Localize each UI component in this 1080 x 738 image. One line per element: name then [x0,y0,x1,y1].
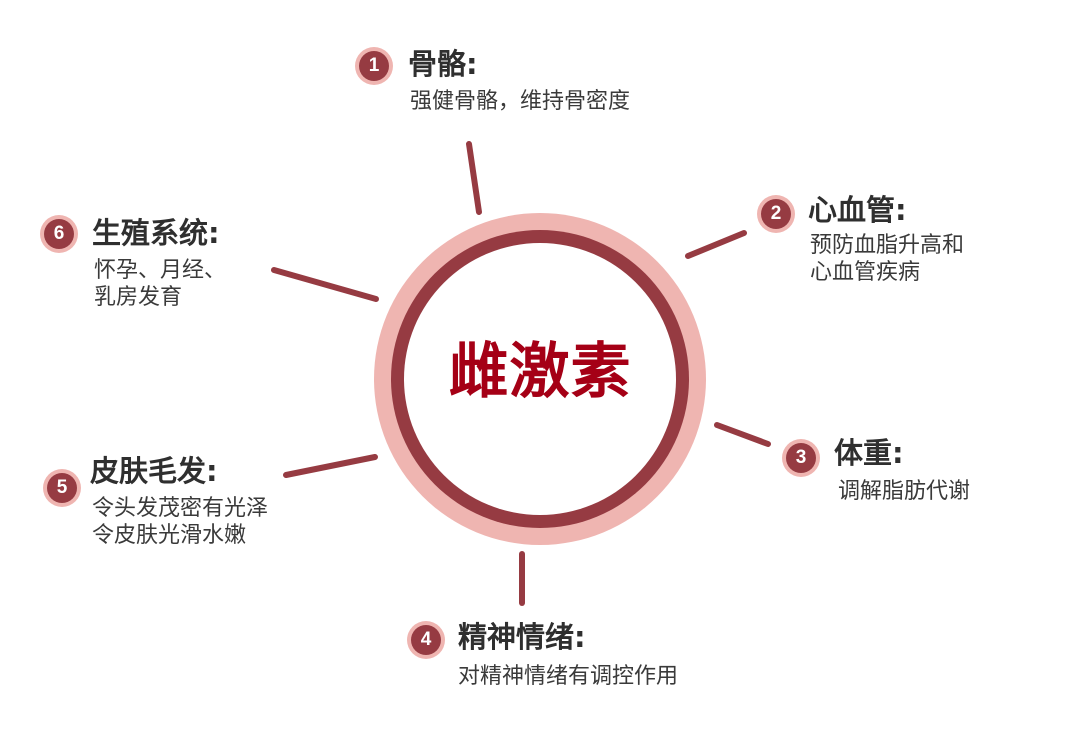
connector-6 [271,267,379,302]
connector-1 [466,141,482,215]
number-badge: 1 [355,47,393,85]
node-title: 骨骼: [408,47,478,81]
node-desc-line: 心血管疾病 [810,260,921,285]
node-title: 精神情绪: [458,620,586,654]
connector-3 [714,422,771,447]
center-hub-inner: 雌激素 [404,243,676,515]
node-desc-line: 令皮肤光滑水嫩 [92,523,247,548]
center-hub: 雌激素 [374,213,706,545]
node-desc-line: 强健骨骼，维持骨密度 [410,89,631,114]
number-badge: 5 [43,469,81,507]
node-desc-line: 令头发茂密有光泽 [92,496,269,521]
number-badge: 3 [782,439,820,477]
node-title: 心血管: [808,193,907,227]
center-hub-ring: 雌激素 [391,230,689,528]
node-title: 体重: [834,436,904,470]
number-badge: 2 [757,195,795,233]
number-badge: 6 [40,215,78,253]
node-title: 皮肤毛发: [90,454,218,488]
node-desc-line: 调解脂肪代谢 [838,479,971,504]
node-title: 生殖系统: [92,216,220,250]
connector-2 [685,230,747,259]
number-badge: 4 [407,621,445,659]
connector-5 [283,454,378,478]
node-desc-line: 对精神情绪有调控作用 [458,664,679,689]
node-desc-line: 预防血脂升高和 [810,233,965,258]
center-title: 雌激素 [448,336,632,407]
node-desc-line: 怀孕、月经、 [94,258,227,283]
node-desc-line: 乳房发育 [94,285,183,310]
